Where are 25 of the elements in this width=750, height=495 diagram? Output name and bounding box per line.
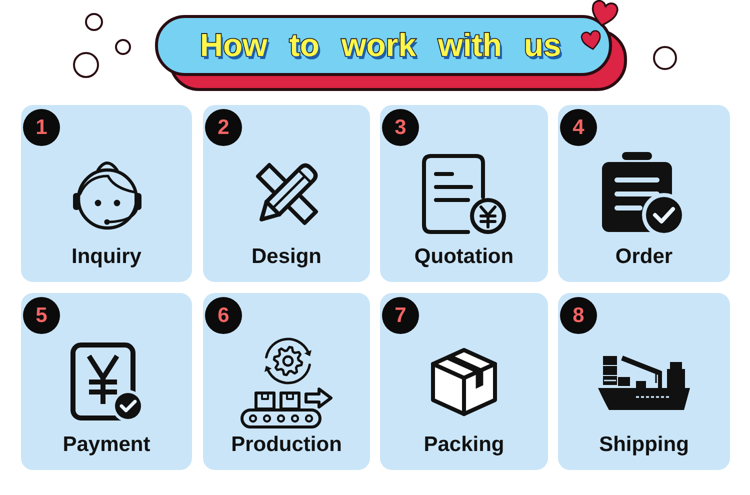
step-number: 1 [23, 109, 60, 146]
step-card [203, 293, 370, 470]
step-label: Order [614, 244, 674, 270]
step-label: Design [250, 244, 322, 270]
step-number: 8 [560, 297, 597, 334]
step-number: 4 [560, 109, 597, 146]
step-card [203, 105, 370, 282]
step-card [380, 105, 548, 282]
step-number: 5 [23, 297, 60, 334]
step-label: Production [230, 432, 343, 458]
title-text: How to work with us [200, 27, 562, 64]
step-card [380, 293, 548, 470]
step-card [558, 293, 730, 470]
step-label: Inquiry [70, 244, 142, 270]
step-card [558, 105, 730, 282]
step-label: Packing [422, 432, 506, 458]
step-label: Shipping [598, 432, 690, 458]
step-card [21, 293, 192, 470]
step-label: Payment [62, 432, 152, 458]
step-card [21, 105, 192, 282]
step-number: 7 [382, 297, 419, 334]
step-label: Quotation [413, 244, 515, 270]
step-number: 2 [205, 109, 242, 146]
step-number: 3 [382, 109, 419, 146]
step-number: 6 [205, 297, 242, 334]
